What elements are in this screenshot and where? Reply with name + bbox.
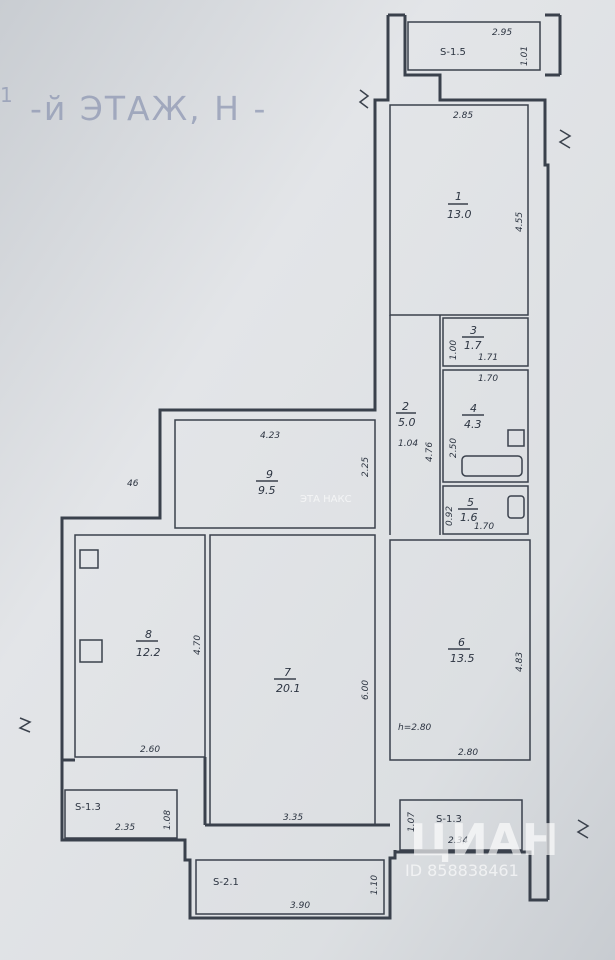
watermark-brand: ЦИАН [410, 815, 559, 866]
room-2-number: 2 [402, 400, 409, 413]
room-4-number: 4 [470, 402, 477, 415]
balcony-left: S-1.3 2.35 1.08 [64, 789, 178, 839]
balcony-top-dim-width: 2.95 [492, 28, 512, 38]
room-7: 7 20.1 6.00 3.35 [274, 666, 371, 823]
room-7-dim-width: 3.35 [283, 813, 303, 823]
balcony-top-label: S-1.5 [440, 47, 466, 58]
balcony-left-dim-width: 2.35 [115, 823, 135, 833]
room-3: 3 1.7 1.00 1.71 1.70 [449, 324, 498, 384]
room-6-number: 6 [458, 636, 465, 649]
room-4: 4 4.3 2.50 [449, 402, 525, 477]
room-1-area: 13.0 [447, 208, 472, 221]
room-6-dim-length: 4.83 [515, 652, 525, 672]
room-3-dim-bottom: 1.70 [478, 374, 498, 384]
bathtub-icon [461, 455, 523, 477]
balcony-right-dim-depth: 1.07 [407, 812, 417, 832]
room-1-number: 1 [455, 190, 462, 203]
room-9-number: 9 [266, 468, 273, 481]
stair-text: ЭТА НАКС [300, 494, 352, 505]
balcony-top-dim-depth: 1.01 [520, 46, 530, 66]
balcony-right-label: S-1.3 [436, 814, 462, 825]
room-1-dim-length: 4.55 [515, 212, 525, 232]
room-8-area: 12.2 [136, 646, 161, 659]
balcony-left-dim-depth: 1.08 [163, 810, 173, 830]
ceiling-height: h=2.80 [398, 723, 432, 733]
room-5: 5 1.6 0.92 1.70 [445, 495, 525, 532]
room-9: 9 9.5 4.23 2.25 46 ЭТА НАКС [127, 431, 371, 505]
walls [18, 13, 590, 920]
room-1-dim-width: 2.85 [453, 111, 473, 121]
floor-stamp: -й ЭТАЖ, Н - [30, 89, 267, 128]
room-7-area: 20.1 [276, 682, 301, 695]
room-5-dim-width: 1.70 [474, 522, 494, 532]
stove-icon [79, 639, 103, 663]
room-3-number: 3 [470, 324, 477, 337]
room-8-dim-width: 2.60 [140, 745, 160, 755]
washbasin-icon [507, 429, 525, 447]
room-3-area: 1.7 [464, 339, 482, 352]
room-5-dim-side: 0.92 [445, 506, 455, 526]
room-9-area: 9.5 [258, 484, 276, 497]
balcony-right: S-1.3 2.34 1.07 [399, 799, 523, 851]
room-5-number: 5 [467, 496, 474, 509]
room-4-dim-side: 2.50 [449, 438, 459, 458]
room-8-number: 8 [145, 628, 152, 641]
room-7-number: 7 [284, 666, 291, 679]
room-2-area: 5.0 [398, 416, 416, 429]
room-2: 2 5.0 1.04 4.76 [396, 400, 435, 462]
room-9-dim-niche: 46 [127, 479, 139, 489]
room-6-dim-width: 2.80 [458, 748, 478, 758]
balcony-bottom-dim-depth: 1.10 [370, 875, 380, 895]
balcony-bottom-label: S-2.1 [213, 877, 239, 888]
watermark-id: ID 858838461 [405, 861, 519, 880]
room-2-dim-length: 4.76 [425, 442, 435, 462]
room-8-dim-length: 4.70 [193, 635, 203, 655]
room-7-dim-length: 6.00 [361, 680, 371, 700]
room-1: 1 13.0 2.85 4.55 [447, 111, 525, 232]
room-6-area: 13.5 [450, 652, 475, 665]
balcony-bottom-dim-width: 3.90 [290, 901, 310, 911]
balcony-top: S-1.5 2.95 1.01 [407, 21, 541, 71]
room-6: 6 13.5 4.83 2.80 h=2.80 [398, 636, 525, 758]
watermark: ЦИАН ID 858838461 [405, 815, 559, 880]
stamp-corner: 1 [0, 83, 15, 107]
room-5-area: 1.6 [460, 511, 478, 524]
room-3-dim-side: 1.00 [449, 340, 459, 360]
room-3-dim-top: 1.71 [478, 353, 498, 363]
room-4-area: 4.3 [464, 418, 482, 431]
room-9-dim-width: 4.23 [260, 431, 280, 441]
balcony-left-label: S-1.3 [75, 802, 101, 813]
room-9-dim-depth: 2.25 [361, 457, 371, 477]
toilet-icon [507, 495, 525, 519]
balcony-bottom: S-2.1 3.90 1.10 [195, 859, 385, 915]
balcony-right-dim-width: 2.34 [448, 836, 468, 846]
sink-icon [79, 549, 99, 569]
room-2-dim-width: 1.04 [398, 439, 418, 449]
room-8: 8 12.2 4.70 2.60 [79, 549, 203, 755]
